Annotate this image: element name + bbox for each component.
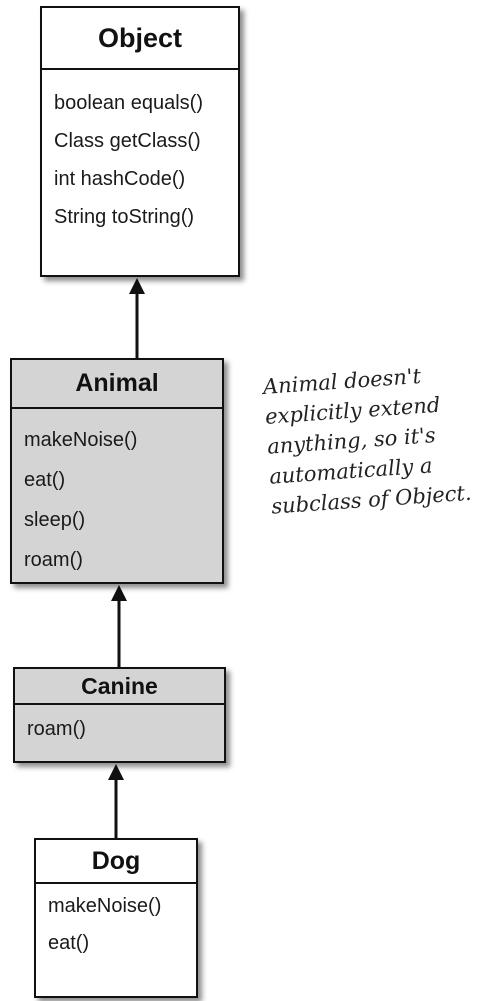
object-class-box: Object boolean equals() Class getClass()… — [40, 6, 240, 277]
animal-method: makeNoise() — [24, 429, 138, 451]
dog-method-list: makeNoise() eat() — [36, 884, 196, 962]
handwritten-annotation: Animal doesn't explicitly extend anythin… — [262, 356, 496, 522]
object-arrowhead — [129, 278, 145, 294]
canine-method: roam() — [27, 718, 86, 740]
animal-arrowhead — [111, 585, 127, 601]
dog-class-box: Dog makeNoise() eat() — [34, 838, 198, 998]
animal-method: sleep() — [24, 509, 86, 531]
object-method: String toString() — [54, 206, 195, 228]
canine-arrowhead — [108, 764, 124, 780]
canine-class-box: Canine roam() — [13, 667, 226, 763]
animal-method: eat() — [24, 469, 66, 491]
animal-method: roam() — [24, 549, 83, 571]
object-class-name: Object — [42, 8, 238, 70]
animal-class-box: Animal makeNoise() eat() sleep() roam() — [10, 358, 224, 584]
dog-class-name: Dog — [36, 840, 196, 884]
object-method: int hashCode() — [54, 168, 186, 190]
object-method: Class getClass() — [54, 130, 201, 152]
canine-class-name: Canine — [15, 669, 224, 705]
object-method-list: boolean equals() Class getClass() int ha… — [42, 70, 238, 236]
object-method: boolean equals() — [54, 92, 203, 114]
dog-method: makeNoise() — [48, 895, 162, 917]
animal-method-list: makeNoise() eat() sleep() roam() — [12, 409, 222, 580]
animal-class-name: Animal — [12, 360, 222, 409]
dog-method: eat() — [48, 932, 90, 954]
canine-method-list: roam() — [15, 705, 224, 747]
